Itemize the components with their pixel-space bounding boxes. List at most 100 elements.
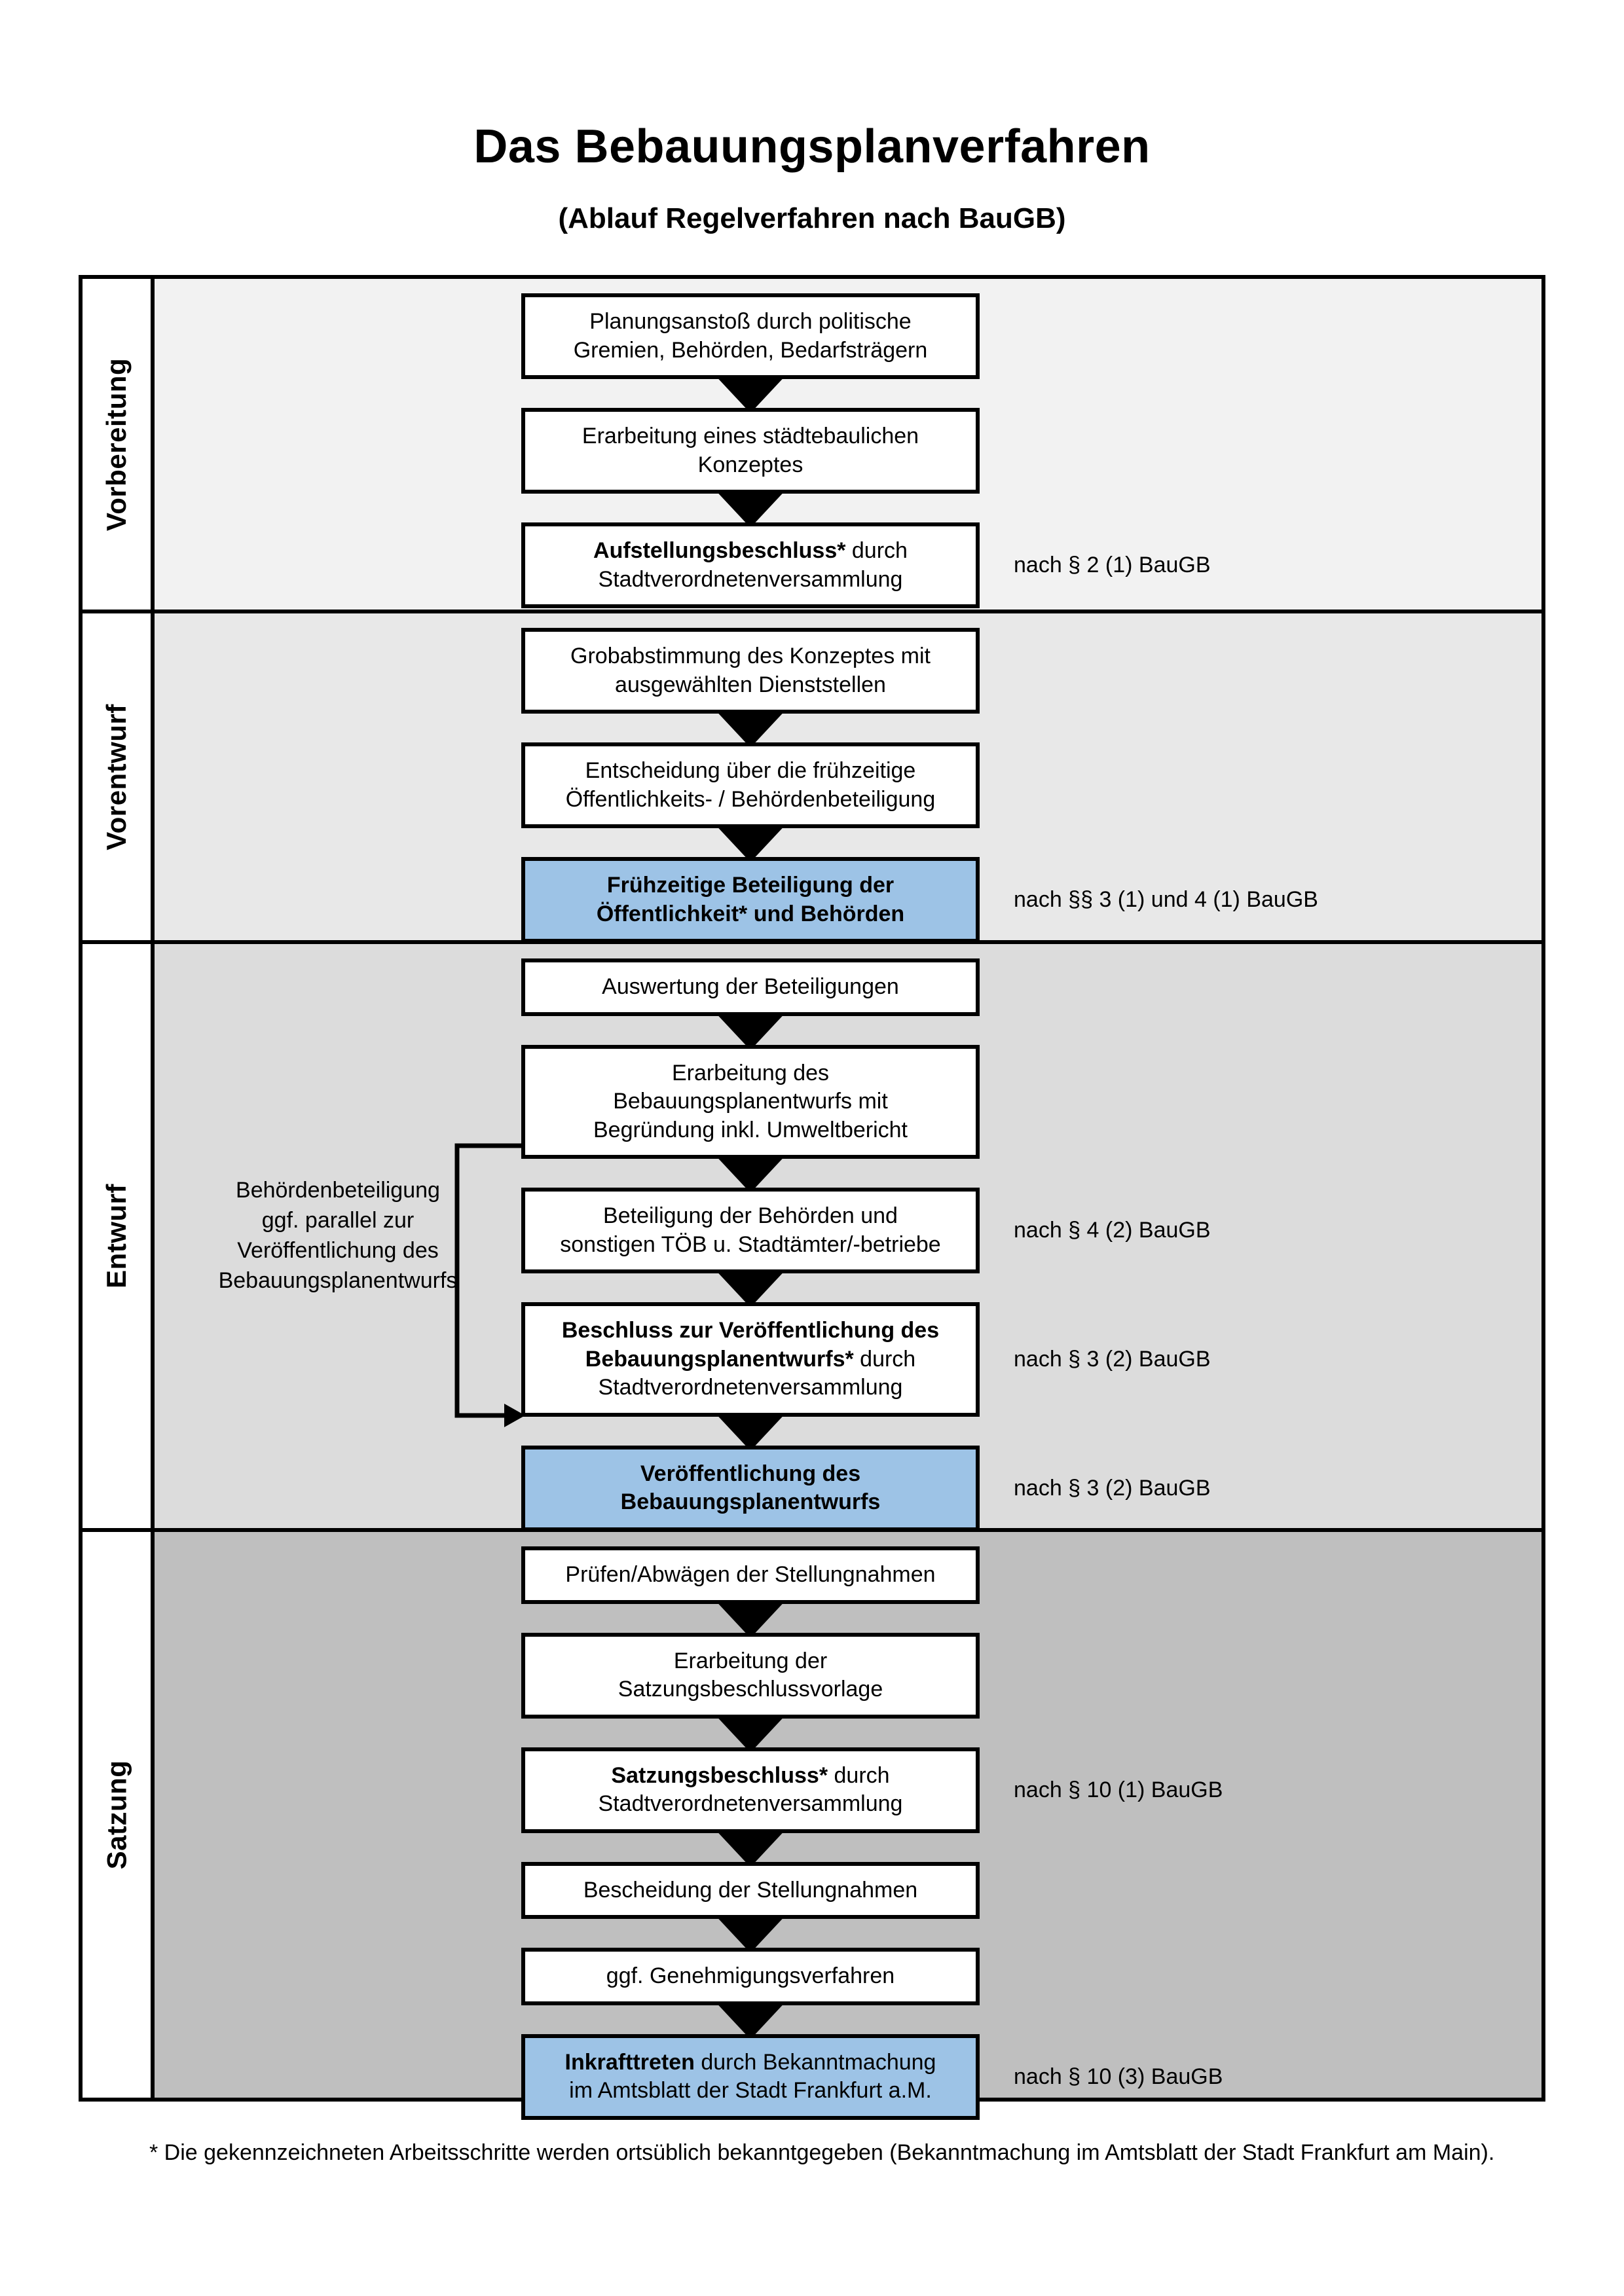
phase-label-text: Vorbereitung	[101, 357, 132, 531]
process-step-box: ggf. Genehmigungsverfahren	[521, 1948, 980, 2005]
process-step-line: Öffentlichkeit* und Behörden	[596, 901, 905, 926]
flow-arrow-down-icon	[521, 379, 980, 408]
process-step-line: ggf. Genehmigungsverfahren	[606, 1963, 895, 1989]
process-step-line: Prüfen/Abwägen der Stellungnahmen	[565, 1562, 936, 1587]
process-step-line: Erarbeitung der	[673, 1648, 828, 1673]
flowchart-frame: Vorbereitung Planungsanstoß durch politi…	[79, 275, 1545, 2120]
flow-arrow-down-icon	[521, 2005, 980, 2034]
process-step-line: ausgewählten Dienststellen	[615, 672, 886, 697]
law-reference-label: nach §§ 3 (1) und 4 (1) BauGB	[1014, 887, 1318, 913]
process-step-line: im Amtsblatt der Stadt Frankfurt a.M.	[569, 2078, 932, 2104]
footnote: * Die gekennzeichneten Arbeitsschritte w…	[149, 2140, 1495, 2165]
phase-note-column-entwurf: Behördenbeteiligung ggf. parallel zur Ve…	[155, 944, 521, 1528]
law-column-vorentwurf: nach §§ 3 (1) und 4 (1) BauGB	[980, 613, 1541, 940]
flow-column-vorentwurf: Grobabstimmung des Konzeptes mit ausgewäh…	[521, 613, 980, 943]
process-step-line: Erarbeitung eines städtebaulichen	[581, 424, 919, 449]
phase-row-entwurf: Entwurf Behördenbeteiligung ggf. paralle…	[83, 940, 1541, 1531]
process-step-line: Frühzeitige Beteiligung der	[606, 873, 895, 898]
process-step-line: Stadtverordnetenversammlung	[598, 1375, 903, 1400]
phase-label-text: Vorentwurf	[101, 703, 132, 850]
process-step-box: Auswertung der Beteiligungen	[521, 958, 980, 1016]
process-step-line: Grobabstimmung des Konzeptes mit	[570, 644, 931, 668]
phase-row-vorentwurf: Vorentwurf Grobabstimmung des Konzeptes …	[83, 610, 1541, 943]
process-step-line: sonstigen TÖB u. Stadtämter/-betriebe	[560, 1231, 941, 1257]
phase-label-vorbereitung: Vorbereitung	[83, 279, 155, 610]
page-subtitle: (Ablauf Regelverfahren nach BauGB)	[558, 202, 1066, 235]
process-step-line: Satzungsbeschluss* durch	[611, 1762, 890, 1788]
process-step-line: Auswertung der Beteiligungen	[602, 974, 899, 999]
process-step-line: Stadtverordnetenversammlung	[598, 566, 903, 592]
process-step-box: Bescheidung der Stellungnahmen	[521, 1861, 980, 1920]
phase-label-entwurf: Entwurf	[83, 944, 155, 1528]
page-header: Das Bebauungsplanverfahren (Ablauf Regel…	[0, 0, 1624, 235]
law-reference-label: nach § 3 (2) BauGB	[1014, 1346, 1211, 1372]
flow-arrow-down-icon	[521, 1273, 980, 1302]
flow-arrow-down-icon	[521, 1016, 980, 1045]
process-step-line: Erarbeitung des	[671, 1060, 830, 1085]
process-step-line: Bebauungsplanentwurfs* durch	[585, 1346, 916, 1372]
phase-label-text: Satzung	[101, 1760, 132, 1870]
process-step-line: Beteiligung der Behörden und	[603, 1203, 898, 1229]
law-reference-label: nach § 4 (2) BauGB	[1014, 1218, 1211, 1243]
law-reference-label: nach § 3 (2) BauGB	[1014, 1475, 1211, 1501]
phase-label-vorentwurf: Vorentwurf	[83, 613, 155, 940]
process-step-line: Öffentlichkeits- / Behördenbeteiligung	[565, 786, 936, 812]
phase-note-column-vorentwurf	[155, 613, 521, 940]
process-step-box: Prüfen/Abwägen der Stellungnahmen	[521, 1546, 980, 1604]
flow-arrow-down-icon	[521, 1159, 980, 1188]
phase-note-column-satzung	[155, 1532, 521, 2098]
flow-arrow-down-icon	[521, 1417, 980, 1446]
flow-arrow-down-icon	[521, 1833, 980, 1862]
law-reference-label: nach § 10 (3) BauGB	[1014, 2064, 1223, 2089]
flow-arrow-down-icon	[521, 828, 980, 857]
process-step-box: Grobabstimmung des Konzeptes mit ausgewäh…	[521, 628, 980, 714]
phase-row-vorbereitung: Vorbereitung Planungsanstoß durch politi…	[83, 279, 1541, 610]
process-step-line: Gremien, Behörden, Bedarfsträgern	[573, 337, 928, 363]
process-step-line: Konzeptes	[697, 452, 803, 477]
flow-arrow-down-icon	[521, 1604, 980, 1633]
phase-label-satzung: Satzung	[83, 1532, 155, 2098]
flow-arrow-down-icon	[521, 714, 980, 742]
process-step-line: Beschluss zur Veröffentlichung des	[561, 1318, 940, 1343]
process-step-line: Inkrafttreten durch Bekanntmachung	[564, 2049, 936, 2075]
process-step-box: Inkrafttreten durch Bekanntmachung im Amt…	[521, 2033, 980, 2120]
process-step-line: Satzungsbeschlussvorlage	[618, 1677, 883, 1702]
phase-row-satzung: Satzung Prüfen/Abwägen der Stellungnahme…	[83, 1528, 1541, 2120]
law-column-vorbereitung: nach § 2 (1) BauGB	[980, 279, 1541, 610]
parallel-procedure-note: Behördenbeteiligung ggf. parallel zur Ve…	[218, 1178, 458, 1293]
process-step-line: Aufstellungsbeschluss* durch	[593, 538, 908, 564]
flow-arrow-down-icon	[521, 1919, 980, 1948]
process-step-line: Stadtverordnetenversammlung	[598, 1791, 903, 1817]
process-step-line: Planungsanstoß durch politische	[589, 309, 912, 334]
process-step-line: Begründung inkl. Umweltbericht	[593, 1117, 908, 1142]
phase-body-entwurf: Behördenbeteiligung ggf. parallel zur Ve…	[155, 944, 1541, 1531]
law-column-entwurf: nach § 4 (2) BauGB nach § 3 (2) BauGB nach…	[980, 944, 1541, 1528]
process-step-line: Entscheidung über die frühzeitige	[585, 758, 916, 784]
page-title: Das Bebauungsplanverfahren	[473, 120, 1151, 173]
flow-arrow-down-icon	[521, 1719, 980, 1747]
phase-body-vorentwurf: Grobabstimmung des Konzeptes mit ausgewäh…	[155, 613, 1541, 943]
process-step-line: Veröffentlichung des	[640, 1461, 861, 1486]
phase-note-column-vorbereitung	[155, 279, 521, 610]
process-step-line: Bebauungsplanentwurfs	[620, 1489, 881, 1515]
flow-arrow-down-icon	[521, 494, 980, 522]
phase-label-text: Entwurf	[101, 1184, 132, 1288]
law-reference-label: nach § 2 (1) BauGB	[1014, 553, 1211, 578]
